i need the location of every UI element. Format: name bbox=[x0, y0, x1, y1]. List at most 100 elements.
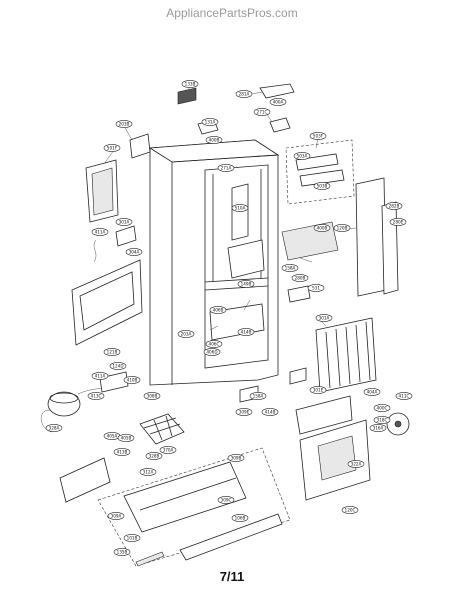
part-callout: 271C bbox=[253, 108, 271, 116]
part-number-label: 121B bbox=[107, 350, 118, 355]
part-number-label: 318C bbox=[377, 418, 388, 423]
watermark: AppliancePartsPros.com bbox=[166, 6, 298, 20]
part-callout: 328A bbox=[45, 424, 63, 432]
part-callout: 120B bbox=[333, 224, 351, 232]
part-callout: 309A bbox=[107, 512, 125, 520]
part-number-label: 304A bbox=[129, 250, 140, 255]
part-callout: 309E bbox=[235, 408, 253, 416]
part-number-label: 503F bbox=[313, 134, 324, 139]
part-callout: 405B bbox=[117, 434, 135, 442]
part-number-label: 410B bbox=[127, 378, 138, 383]
part-number-label: 503A bbox=[297, 154, 308, 159]
part-number-label: 370A bbox=[163, 448, 174, 453]
part-number-label: 405B bbox=[121, 436, 132, 441]
part-callout: 400B bbox=[313, 224, 331, 232]
part-callout: 414B bbox=[237, 328, 255, 336]
part-number-label: 106B bbox=[235, 516, 246, 521]
part-number-label: 312A bbox=[143, 470, 154, 475]
part-callout: 304A bbox=[125, 248, 143, 256]
base-tray bbox=[97, 447, 291, 567]
part-callout: 400B bbox=[205, 136, 223, 144]
part-callout: 158A bbox=[249, 392, 267, 400]
part-number-label: 309B bbox=[231, 456, 242, 461]
part-number-label: 510A bbox=[235, 206, 246, 211]
part-callout: 149B bbox=[237, 280, 255, 288]
part-number-label: 309A bbox=[111, 514, 122, 519]
part-callout: 413C bbox=[87, 392, 105, 400]
part-callout: 414B bbox=[261, 408, 279, 416]
part-callout: 400C bbox=[373, 404, 391, 412]
part-callout: 411A bbox=[91, 228, 109, 236]
part-number-label: 281A bbox=[239, 92, 250, 97]
part-callout: 410B bbox=[123, 376, 141, 384]
part-callout: 411A bbox=[91, 372, 109, 380]
page-number: 7/11 bbox=[219, 569, 245, 584]
part-number-label: 413B bbox=[117, 450, 128, 455]
part-number-label: 531 bbox=[312, 286, 320, 291]
part-callout: 308B bbox=[143, 392, 161, 400]
part-callout: 106B bbox=[231, 514, 249, 522]
fan-assembly bbox=[295, 395, 410, 501]
part-callout: 411C bbox=[395, 392, 413, 400]
part-number-label: 414B bbox=[265, 410, 276, 415]
part-number-label: 280E bbox=[393, 220, 404, 225]
part-number-label: 400B bbox=[317, 226, 328, 231]
part-callout: 120C bbox=[341, 506, 359, 514]
part-callout: 501F bbox=[103, 144, 121, 152]
part-callout: 503A bbox=[293, 152, 311, 160]
part-number-label: 328A bbox=[49, 426, 60, 431]
part-number-label: 411A bbox=[95, 374, 106, 379]
part-callout: 271A bbox=[217, 164, 235, 172]
part-number-label: 135B bbox=[117, 550, 128, 555]
part-number-label: 203A bbox=[181, 332, 192, 337]
part-callout: 503F bbox=[309, 132, 327, 140]
part-callout: 203B bbox=[115, 120, 133, 128]
part-number-label: 400B bbox=[209, 138, 220, 143]
part-callout: 309C bbox=[217, 496, 235, 504]
part-number-label: 158A bbox=[253, 394, 264, 399]
part-callout: 121B bbox=[103, 348, 121, 356]
part-number-label: 271A bbox=[221, 166, 232, 171]
part-number-label: 271C bbox=[257, 110, 268, 115]
part-number-label: 301A bbox=[119, 220, 130, 225]
part-number-label: 400A bbox=[273, 100, 284, 105]
part-number-label: 120B bbox=[337, 226, 348, 231]
part-callout: 406D bbox=[203, 348, 221, 356]
part-callout: 328B bbox=[145, 452, 163, 460]
part-number-label: 133B bbox=[185, 82, 196, 87]
part-callout: 301A bbox=[115, 218, 133, 226]
part-callout: 281A bbox=[235, 90, 253, 98]
part-callout: 280B bbox=[291, 274, 309, 282]
part-number-label: 322A bbox=[351, 462, 362, 467]
part-number-label: 501F bbox=[107, 146, 118, 151]
callout-layer: 133B 281A 400A 271C 131A 203B 400B 503F 501F 503A… bbox=[45, 80, 413, 556]
part-number-label: 280B bbox=[295, 276, 306, 281]
part-number-label: 309E bbox=[239, 410, 250, 415]
part-number-label: 158A bbox=[285, 266, 296, 271]
part-number-label: 406C bbox=[209, 342, 220, 347]
part-callout: 133B bbox=[181, 80, 199, 88]
part-callout: 309B bbox=[227, 454, 245, 462]
part-number-label: 120C bbox=[345, 508, 356, 513]
part-callout: 301A bbox=[315, 314, 333, 322]
right-parts bbox=[285, 139, 399, 393]
part-number-label: 503B bbox=[317, 184, 328, 189]
part-callout: 282B bbox=[385, 202, 403, 210]
part-number-label: 414B bbox=[241, 330, 252, 335]
part-number-label: 131A bbox=[205, 120, 216, 125]
part-callout: 400A bbox=[269, 98, 287, 106]
part-callout: 203A bbox=[177, 330, 195, 338]
part-callout: 135B bbox=[113, 548, 131, 556]
part-callout: 404A bbox=[363, 388, 381, 396]
part-number-label: 203B bbox=[119, 122, 130, 127]
part-callout: 503B bbox=[313, 182, 331, 190]
part-callout: 301E bbox=[309, 386, 327, 394]
part-number-label: 308B bbox=[147, 394, 158, 399]
part-callout: 370A bbox=[159, 446, 177, 454]
part-callout: 280E bbox=[389, 218, 407, 226]
part-number-label: 411C bbox=[399, 394, 410, 399]
part-callout: 158A bbox=[281, 264, 299, 272]
part-number-label: 282B bbox=[389, 204, 400, 209]
part-callout: 131A bbox=[201, 118, 219, 126]
part-callout: 510A bbox=[231, 204, 249, 212]
